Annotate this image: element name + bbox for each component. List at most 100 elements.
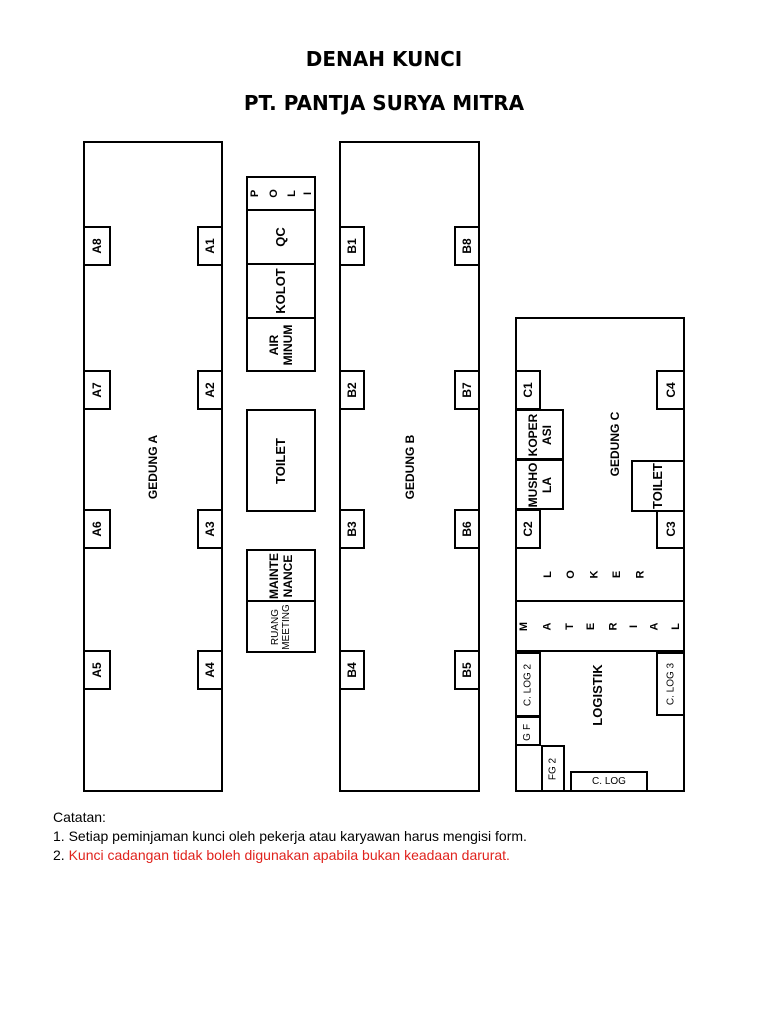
koperasi-label: KOPER ASI (525, 413, 554, 456)
key-box-a6[interactable]: A6 (83, 509, 111, 549)
poli-room: P O L I (246, 177, 316, 210)
notes-heading: Catatan: (53, 809, 106, 825)
qc-label: QC (273, 227, 288, 247)
key-label: B7 (460, 382, 474, 398)
key-label: A5 (90, 662, 104, 678)
air-minum-room: AIR MINUM (246, 317, 316, 372)
maintenance-label: MAINTE NANCE (267, 552, 295, 599)
material-letter: A (648, 622, 661, 630)
c-log-box[interactable]: C. LOG (570, 771, 648, 792)
key-label: C2 (521, 521, 535, 537)
koperasi-room: KOPER ASI (515, 409, 564, 460)
fg-2-label: FG 2 (547, 757, 559, 780)
page-title: DENAH KUNCI (305, 47, 463, 71)
note-item-2-text: Kunci cadangan tidak boleh digunakan apa… (68, 847, 510, 863)
key-box-b2[interactable]: B2 (339, 370, 365, 410)
notes-section: Catatan: 1. Setiap peminjaman kunci oleh… (53, 808, 527, 865)
c-log-2-label: C. LOG 2 (522, 663, 534, 706)
poli-letter: P (249, 189, 262, 198)
key-label: A6 (90, 521, 104, 537)
air-minum-label: AIR MINUM (267, 324, 295, 365)
key-box-a5[interactable]: A5 (83, 650, 111, 690)
material-letter: L (670, 622, 683, 630)
musholla-label: MUSHO LA (525, 462, 554, 507)
key-label: A3 (203, 521, 217, 537)
material-letter: T (563, 622, 576, 630)
key-label: B8 (460, 238, 474, 254)
key-label: C4 (663, 382, 678, 398)
key-label: B1 (345, 238, 359, 254)
key-box-b4[interactable]: B4 (339, 650, 365, 690)
key-box-c2[interactable]: C2 (515, 509, 541, 549)
key-label: A2 (203, 382, 217, 398)
key-label: A8 (90, 238, 104, 254)
note-item-2: 2. Kunci cadangan tidak boleh digunakan … (53, 846, 527, 865)
fg-box[interactable]: F G (515, 716, 541, 746)
page-subtitle: PT. PANTJA SURYA MITRA (243, 91, 525, 115)
c-log-3-label: C. LOG 3 (665, 662, 676, 706)
key-label: A1 (203, 238, 217, 254)
key-label: B4 (345, 662, 359, 678)
loker-area: L O K E R (541, 566, 647, 582)
material-letter: A (541, 622, 554, 630)
toilet-c-label: TOILET (650, 463, 665, 509)
ruang-meeting-label: RUANG MEETING (270, 603, 292, 650)
material-letters: M A T E R I A L (518, 618, 683, 634)
note-item-2-number: 2. (53, 847, 65, 863)
key-box-b7[interactable]: B7 (454, 370, 480, 410)
kolot-room: KOLOT (246, 263, 316, 319)
key-box-a2[interactable]: A2 (197, 370, 223, 410)
poli-letter: O (267, 189, 280, 198)
logistik-area: LOGISTIK (575, 660, 620, 730)
loker-letter: R (634, 570, 647, 578)
key-label: A4 (203, 662, 217, 678)
logistik-label: LOGISTIK (589, 664, 605, 726)
musholla-room: MUSHO LA (515, 459, 564, 510)
fg-letters: F G (517, 722, 539, 742)
fg-letter: G (522, 733, 533, 741)
key-box-a1[interactable]: A1 (197, 226, 223, 266)
loker-letter: O (564, 569, 577, 579)
key-box-a8[interactable]: A8 (83, 226, 111, 266)
key-box-b1[interactable]: B1 (339, 226, 365, 266)
c-log-label: C. LOG (592, 776, 626, 787)
material-letter: I (627, 624, 640, 628)
fg-2-box[interactable]: FG 2 (541, 745, 565, 792)
c-log-3-box[interactable]: C. LOG 3 (656, 652, 685, 716)
fg-letter: F (521, 723, 533, 731)
gedung-a-label: GEDUNG A (146, 434, 160, 499)
gedung-c-label: GEDUNG C (608, 411, 622, 477)
loker-letter: L (541, 570, 554, 578)
key-label: B2 (345, 382, 359, 398)
key-box-b5[interactable]: B5 (454, 650, 480, 690)
key-box-a7[interactable]: A7 (83, 370, 111, 410)
key-label: C3 (663, 521, 678, 537)
poli-letter: L (286, 190, 299, 197)
key-label: B6 (460, 521, 474, 537)
key-box-b6[interactable]: B6 (454, 509, 480, 549)
key-label: C1 (521, 382, 535, 398)
material-letter: R (607, 622, 620, 630)
toilet-label: TOILET (273, 437, 288, 484)
key-box-b8[interactable]: B8 (454, 226, 480, 266)
key-label: B3 (345, 521, 359, 537)
material-letter: E (585, 622, 598, 630)
key-box-a4[interactable]: A4 (197, 650, 223, 690)
key-label: A7 (90, 382, 104, 398)
kolot-label: KOLOT (273, 268, 288, 314)
key-box-b3[interactable]: B3 (339, 509, 365, 549)
key-box-a3[interactable]: A3 (197, 509, 223, 549)
key-box-c1[interactable]: C1 (515, 370, 541, 410)
c-log-2-box[interactable]: C. LOG 2 (515, 652, 541, 717)
toilet-c-room: TOILET (631, 460, 685, 512)
ruang-meeting-room: RUANG MEETING (246, 600, 316, 653)
key-box-c3[interactable]: C3 (656, 509, 685, 549)
poli-letter: I (301, 191, 314, 196)
material-area (515, 600, 685, 652)
key-box-c4[interactable]: C4 (656, 370, 685, 410)
note-item-1: 1. Setiap peminjaman kunci oleh pekerja … (53, 828, 527, 844)
key-label: B5 (460, 662, 474, 678)
loker-letter: K (588, 570, 601, 578)
toilet-room: TOILET (246, 409, 316, 512)
qc-room: QC (246, 209, 316, 265)
